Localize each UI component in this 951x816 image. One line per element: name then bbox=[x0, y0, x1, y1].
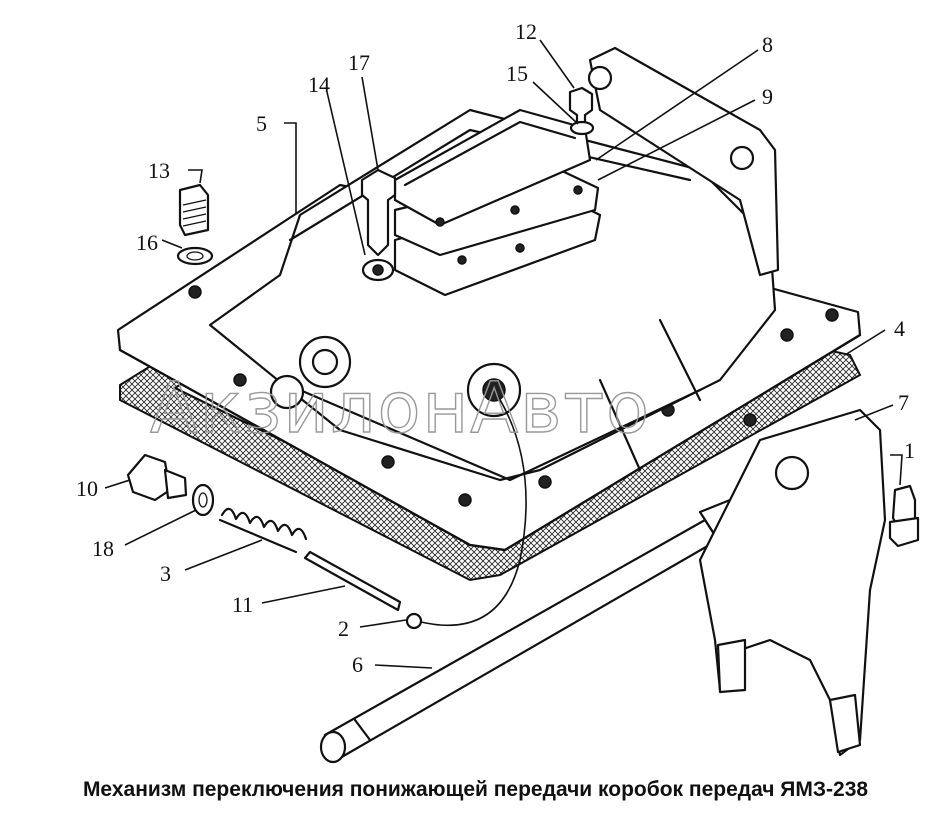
top-cover-stack bbox=[393, 108, 602, 297]
callout-10: 10 bbox=[76, 476, 98, 501]
bolt-part-13 bbox=[178, 183, 210, 237]
exploded-assembly-drawing: АкзилонАвто 13 16 5 14 17 12 15 8 9 4 7 … bbox=[76, 19, 920, 764]
spring-part-3 bbox=[218, 507, 308, 554]
callout-9: 9 bbox=[762, 84, 773, 109]
plug-part-10 bbox=[126, 453, 188, 502]
breather-fitting-part-1 bbox=[888, 484, 920, 548]
callout-1: 1 bbox=[904, 438, 915, 463]
leader-lines bbox=[104, 39, 903, 669]
nut-part-14 bbox=[361, 258, 395, 282]
callout-18: 18 bbox=[92, 536, 114, 561]
callout-12: 12 bbox=[515, 19, 537, 44]
mechanism-housing bbox=[208, 108, 777, 482]
ball-part-2 bbox=[405, 389, 527, 630]
callout-3: 3 bbox=[160, 561, 171, 586]
shift-fork-part-7 bbox=[698, 408, 887, 757]
callout-5: 5 bbox=[256, 111, 267, 136]
callout-17: 17 bbox=[348, 50, 370, 75]
callout-labels: 13 16 5 14 17 12 15 8 9 4 7 1 10 18 3 11… bbox=[76, 19, 915, 677]
mounting-bracket bbox=[587, 46, 780, 277]
watermark: АкзилонАвто bbox=[150, 367, 651, 449]
washer-part-18 bbox=[191, 483, 215, 517]
pin-part-11 bbox=[303, 550, 402, 612]
callout-14: 14 bbox=[308, 72, 330, 97]
figure-caption: Механизм переключения понижающей передач… bbox=[82, 778, 869, 801]
washer-part-15 bbox=[569, 120, 595, 136]
callout-16: 16 bbox=[136, 230, 158, 255]
washer-part-16 bbox=[176, 246, 214, 266]
callout-6: 6 bbox=[352, 652, 363, 677]
callout-7: 7 bbox=[898, 390, 909, 415]
callout-8: 8 bbox=[762, 32, 773, 57]
callout-13: 13 bbox=[148, 158, 170, 183]
callout-11: 11 bbox=[232, 592, 253, 617]
callout-2: 2 bbox=[338, 616, 349, 641]
callout-4: 4 bbox=[894, 316, 905, 341]
callout-15: 15 bbox=[506, 61, 528, 86]
bolt-part-17 bbox=[360, 168, 397, 257]
housing-boss-left bbox=[269, 335, 352, 410]
